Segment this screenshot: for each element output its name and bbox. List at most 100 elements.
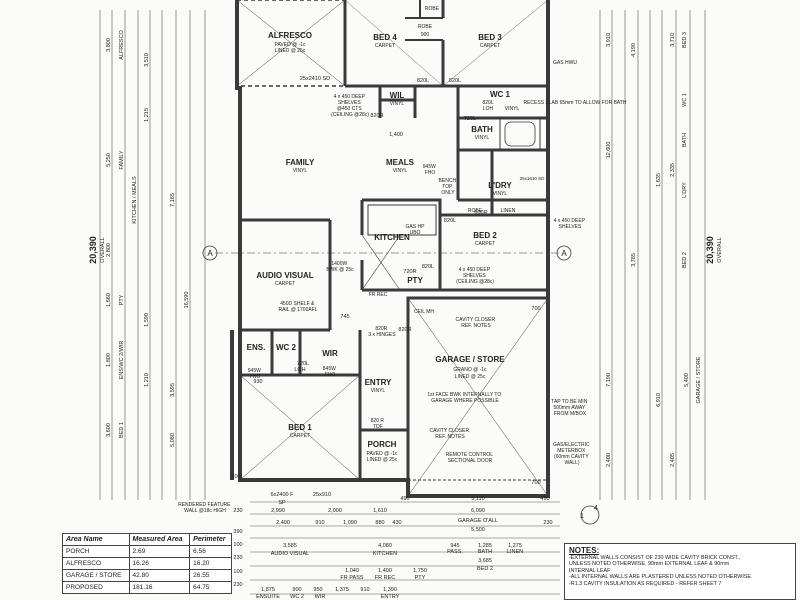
- cavity-closer-note-2: CAVITY CLOSER REF. NOTES: [430, 428, 471, 440]
- right-label-0: BED 3: [682, 32, 688, 48]
- alfresco-label: ALFRESCO: [268, 31, 312, 40]
- family-label: FAMILY: [286, 158, 315, 167]
- robe-dim-val: 900: [421, 32, 430, 38]
- bottom-row5-2: 1,275: [508, 543, 522, 549]
- wc1-label: WC 1: [490, 90, 511, 99]
- left-overall-label: OVERALL: [100, 237, 106, 262]
- area-cell: 6.56: [189, 545, 232, 558]
- elevation-marker-b: 4: [594, 505, 598, 512]
- notes-line: UNLESS NOTED OTHERWISE. 90mm EXTERNAL LE…: [569, 561, 730, 568]
- porch-label: PORCH: [368, 440, 397, 449]
- left-col2-2: 1,590: [144, 313, 150, 327]
- bed4-diag: [344, 0, 444, 87]
- area-cell: 2.69: [128, 545, 191, 558]
- left-col1-0: 3,800: [106, 38, 112, 52]
- audio-visual-sub: CARPET: [275, 281, 295, 287]
- bottom-row4-0: 3,585: [283, 543, 297, 549]
- area-cell: 181.16: [128, 581, 191, 594]
- wir-label: WIR: [322, 349, 338, 358]
- audio-visual-label: AUDIO VISUAL: [256, 271, 313, 280]
- shelves-linen-note: 4 x 450 DEEP SHELVES: [554, 218, 587, 230]
- bottom-row6-0: 1,040: [345, 568, 359, 574]
- right-dim-lines: [599, 10, 706, 500]
- area-cell: GARAGE / STORE: [62, 569, 130, 582]
- left-col3-1: 16,590: [184, 292, 190, 309]
- bottom-row5-1: 1,285: [478, 543, 492, 549]
- door-25x1610: 25x1610 SD: [520, 176, 546, 181]
- area-header-perimeter: Perimeter: [189, 533, 232, 546]
- left-col1-5: 3,600: [106, 423, 112, 437]
- bottom-row3-1: 910: [315, 520, 324, 526]
- bottom-side-6: 230: [543, 520, 552, 526]
- bath-sub: VINYL: [475, 135, 490, 141]
- right-label-5: GARAGE / STORE: [696, 356, 702, 403]
- right-col1-0: 3,910: [606, 33, 612, 47]
- ldry-label: L'DRY: [488, 181, 512, 190]
- dim-700-a: 700: [531, 306, 540, 312]
- door-1400-note: 1400W BWK @ 25c: [326, 261, 354, 273]
- door-845w-note: 845W FHO: [323, 366, 337, 378]
- table-row: PORCH 2.69 6.56: [62, 545, 232, 558]
- door-25x910: 25x910: [313, 492, 331, 498]
- bottom-side-5: 230: [233, 582, 242, 588]
- notes-line: -R1.3 CAVITY INSULATION AS REQUIRED - RE…: [569, 580, 722, 587]
- bottom-row4-1: 4,080: [378, 543, 392, 549]
- left-col1-3: 1,660: [106, 293, 112, 307]
- right-overall-label: OVERALL: [717, 237, 723, 262]
- dim-745: 745: [340, 314, 349, 320]
- area-cell: 26.55: [189, 569, 232, 582]
- garage-sub2: LINED @ 25c: [455, 374, 486, 380]
- door-820l-4: 820L: [422, 264, 434, 270]
- bottom-row1-0: 490: [400, 496, 409, 502]
- kitchen-sub2: UBO: [410, 230, 421, 236]
- bottom-row7-4: 910: [360, 587, 369, 593]
- section-marker-left: [202, 245, 218, 261]
- fr-rec-label: FR REC: [369, 292, 388, 298]
- notes-box: NOTES: -EXTERNAL WALLS CONSIST OF 230 WI…: [564, 543, 796, 600]
- bed3-label: BED 3: [478, 33, 502, 42]
- right-col1-1: 12,600: [606, 142, 612, 159]
- bottom-row1-2: 490: [540, 496, 549, 502]
- bottom-row3-2: 1,090: [343, 520, 357, 526]
- left-col3-3: 5,080: [170, 433, 176, 447]
- ceil-mh-label: CEIL MH: [414, 309, 434, 315]
- left-col2-3: 1,210: [144, 373, 150, 387]
- door-720l-2: 720L: [297, 361, 309, 367]
- door-820l-2: 820L: [449, 78, 461, 84]
- garage-overall-label: GARAGE O'ALL: [458, 518, 498, 524]
- robe-dim-label: ROBE: [418, 24, 433, 30]
- bath-tub-inner: [504, 121, 536, 147]
- area-cell: 64.75: [189, 581, 232, 594]
- garage-sub1: GRANO @ -1c: [453, 367, 487, 373]
- kitchen-sub: GAS HP: [406, 224, 426, 230]
- door-6x2400: 6x2400 F: [271, 492, 295, 498]
- right-col3-2: 2,405: [670, 453, 676, 467]
- area-header-name: Area Name: [62, 533, 130, 546]
- linen-label: LINEN: [501, 208, 516, 214]
- shelves-top-note: 4 x 450 DEEP SHELVES @450 CTS (CEILING @…: [331, 94, 369, 118]
- bed2-sub: CARPET: [475, 241, 495, 247]
- bottom-row2-1: 2,000: [328, 508, 342, 514]
- bottom-side-0: 230: [233, 508, 242, 514]
- door-820r-note: 820R 3 x HINGES: [368, 326, 396, 338]
- face-bwk-note: 1st FACE BWK INTERNALLY TO GARAGE WHERE …: [427, 392, 502, 404]
- garage-diag: [407, 297, 549, 497]
- kitchen-label: KITCHEN: [374, 233, 410, 242]
- left-col1-label-4: ENS/WC 2/WIR: [119, 341, 125, 380]
- bath-label: BATH: [471, 125, 493, 134]
- right-label-1: WC 1: [682, 93, 688, 107]
- bed2-label: BED 2: [473, 231, 497, 240]
- door-820l-1: 820L: [417, 78, 429, 84]
- bed1-outline: [239, 374, 361, 481]
- section-marker-left-label: A: [207, 249, 213, 258]
- door-945w2-note: 945W FHO: [248, 368, 262, 380]
- outer-wall: [235, 0, 550, 498]
- dim-loh: LOH: [294, 367, 305, 373]
- bottom-dim-lines: [250, 501, 560, 595]
- right-col1-2: 7,190: [606, 373, 612, 387]
- elevation-marker-a: 1: [580, 513, 584, 520]
- right-col3-1: 2,335: [670, 163, 676, 177]
- bottom-row7-label-1: WC 2: [290, 594, 304, 600]
- bottom-row6-label-0: FR PASS: [340, 575, 363, 581]
